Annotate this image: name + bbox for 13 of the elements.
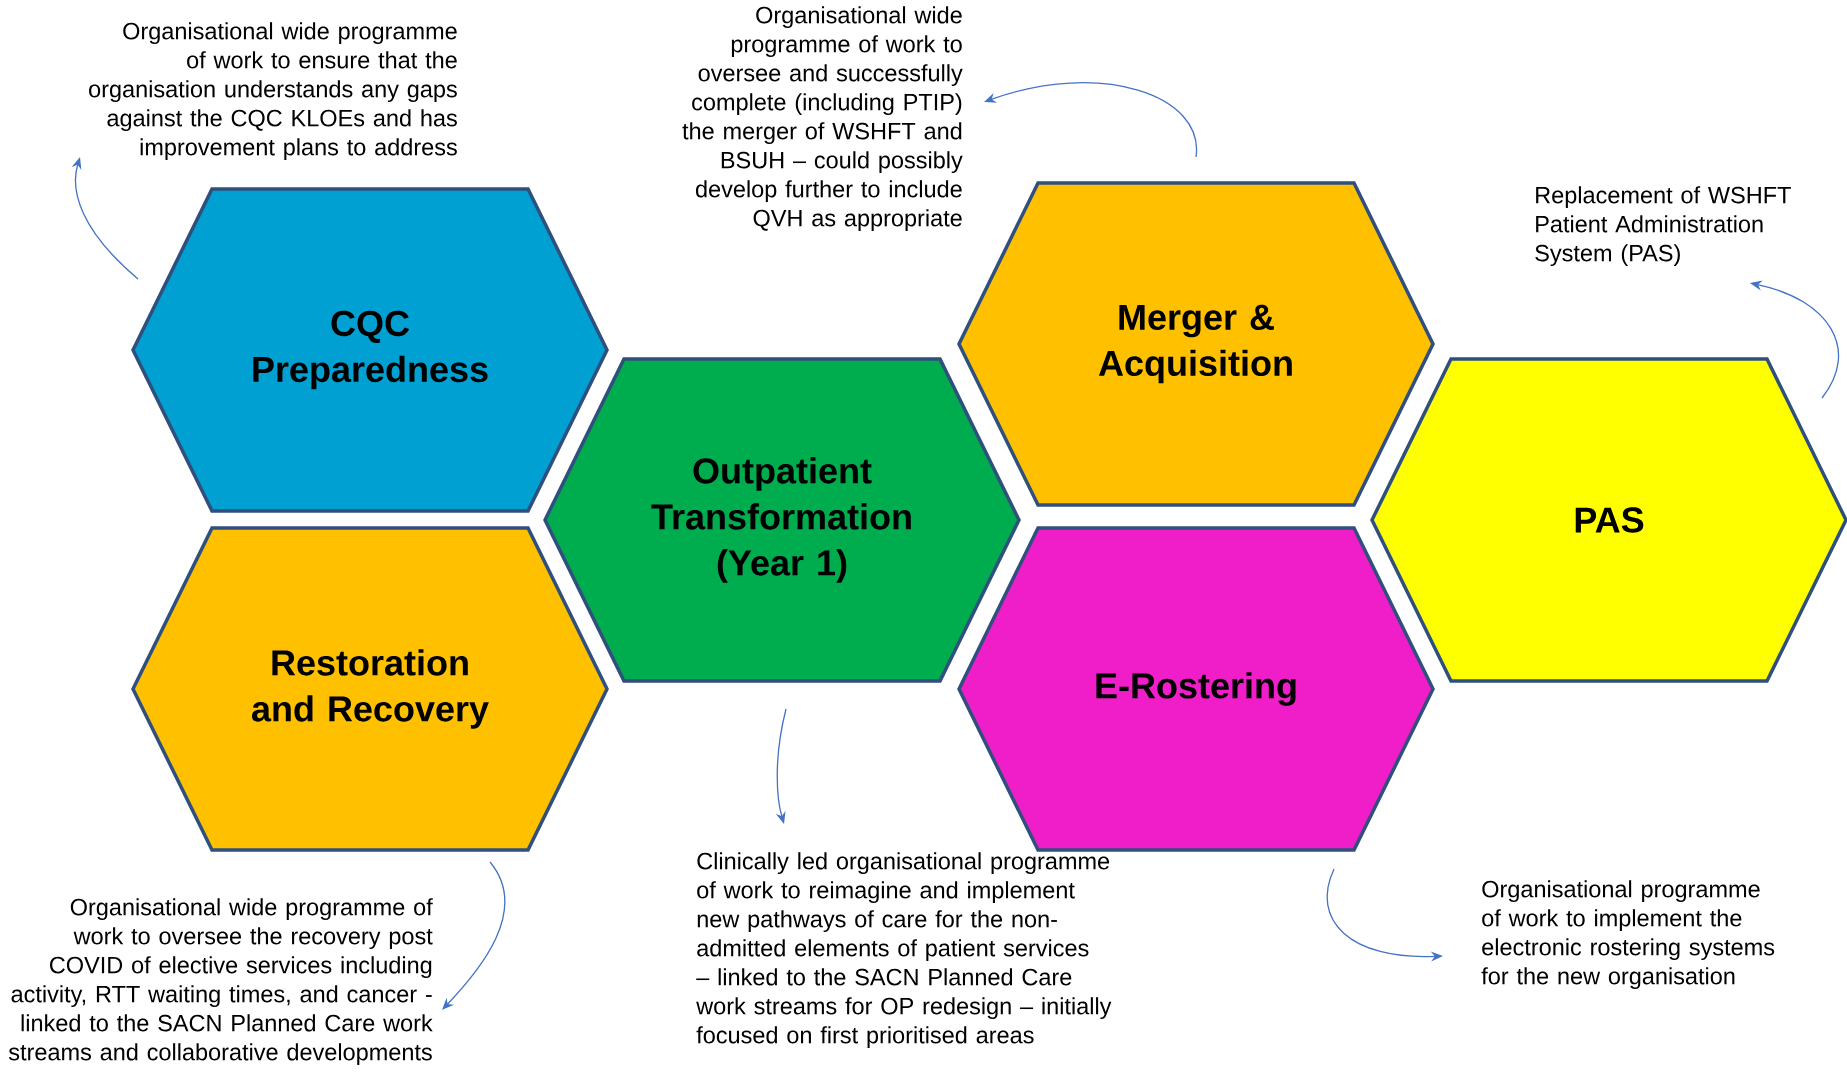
curved-arrow [71, 157, 139, 280]
hexagon: PAS [1370, 357, 1847, 683]
curved-arrow [442, 861, 506, 1010]
hexagon: E-Rostering [957, 526, 1435, 852]
hexagon: CQC Preparedness [131, 187, 609, 513]
annotation-text: Replacement of WSHFT Patient Administration System (PAS) [1535, 186, 1791, 267]
hexagon: Restoration and Recovery [131, 526, 609, 852]
annotation-text: Organisational programme of work to implement the electronic rostering systems for the new organisation [1481, 880, 1775, 990]
annotation-text: Organisational wide programme of work to ensure that the organisation understands any gaps against the CQC KLOEs and has improvement plans to address [89, 22, 457, 161]
annotation-text: Organisational wide programme of work to oversee the recovery post COVID of elective services including activity, RTT waiting times, and cancer - linked to the SACN Planned Care work streams and collaborative developments [8, 898, 433, 1066]
hexagon: Outpatient Transformation (Year 1) [543, 357, 1021, 683]
annotation-text: Clinically led organisational programme of work to reimagine and implement new pathways of care for the non-admitted elements of patient services – linked to the SACN Planned Care work streams for OP redesign – initially focused on first prioritised areas [696, 852, 1112, 1049]
curved-arrow [984, 82, 1197, 158]
